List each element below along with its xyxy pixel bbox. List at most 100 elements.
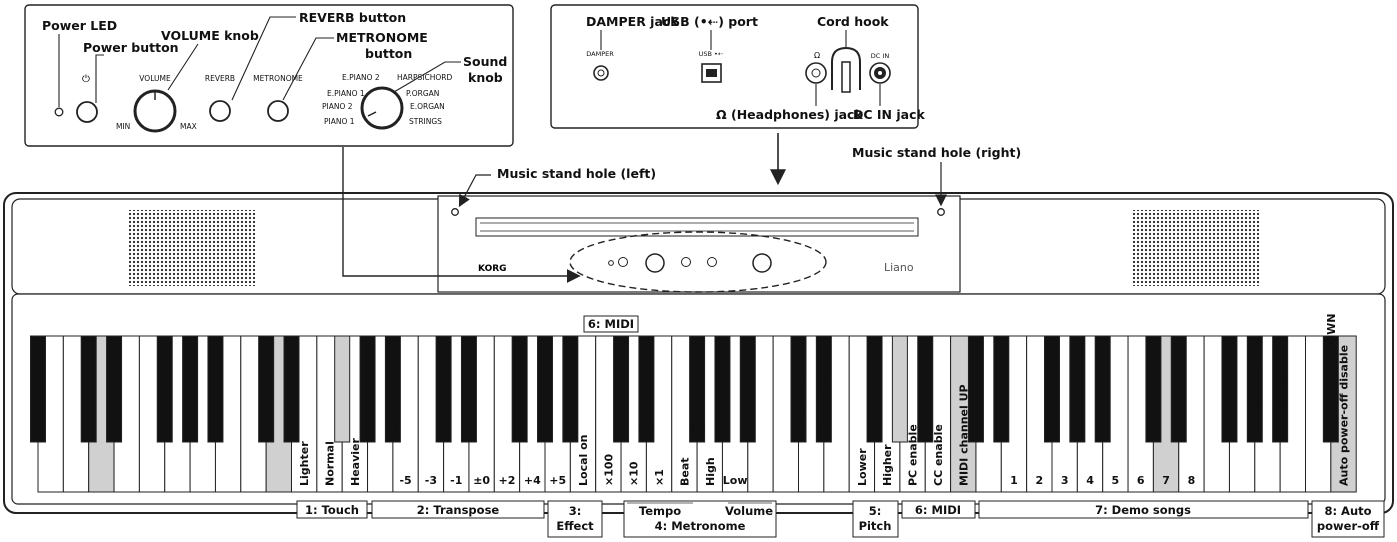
cord-hook (831, 46, 861, 90)
black-key (562, 335, 579, 443)
sound-knob[interactable] (360, 86, 404, 130)
lbl-min: MIN (116, 122, 130, 131)
lbl-headphones: Ω (814, 51, 820, 60)
black-key (283, 335, 300, 443)
white-key-label: CC enable (932, 424, 945, 486)
black-key (1322, 335, 1339, 443)
black-key (714, 335, 731, 443)
white-key-label: PC enable (907, 424, 920, 486)
white-key-label: Heavier (349, 438, 362, 486)
white-key-label: Beat (678, 457, 691, 486)
black-key-label: MIDI channel DOWN (1325, 314, 1338, 438)
black-key-label: +3 (689, 422, 706, 435)
callout-volume-knob: VOLUME knob (161, 28, 259, 43)
lbl-usb: USB •⇠ (699, 50, 724, 58)
group-demo: 7: Demo songs (1095, 503, 1191, 517)
group-transpose: 2: Transpose (417, 503, 500, 517)
white-key-label: 6 (1137, 474, 1145, 487)
sound-label-left: PIANO 1 (324, 117, 355, 126)
lbl-metronome: METRONOME (253, 74, 303, 83)
black-key (1145, 335, 1162, 443)
group-pitch-1: 5: (869, 504, 882, 518)
black-key (460, 335, 477, 443)
group-auto-2: power-off (1317, 519, 1380, 533)
power-led (54, 107, 64, 117)
callout-metronome-2: button (365, 46, 412, 61)
black-key (967, 335, 984, 443)
white-key-label: 1 (1010, 474, 1018, 487)
callout-headphones: Ω (Headphones) jack (716, 107, 863, 122)
white-key-label: ±0 (473, 474, 490, 487)
white-key-label: 7 (1162, 474, 1170, 487)
group-effect-1: 3: (569, 504, 582, 518)
black-key (1246, 335, 1263, 443)
black-key (1044, 335, 1060, 443)
black-key (689, 335, 706, 443)
white-key-label: Low (723, 474, 748, 487)
callout-usb: USB (•⇠) port (661, 14, 758, 29)
black-key (613, 335, 630, 443)
arrow-left-panel (342, 147, 581, 283)
lbl-volume: VOLUME (139, 74, 171, 83)
black-key (917, 335, 934, 443)
black-key (1069, 335, 1086, 443)
music-stand-hole-left (451, 208, 459, 216)
white-key-label: +2 (499, 474, 516, 487)
black-key (638, 335, 655, 443)
black-key (258, 335, 275, 443)
white-key-label: Higher (881, 444, 894, 486)
black-key (537, 335, 553, 443)
callout-cord-hook: Cord hook (817, 14, 889, 29)
black-key-label: PC disable (1249, 373, 1262, 438)
white-key-label: ×1 (653, 469, 666, 486)
black-key (1094, 335, 1111, 443)
group-tempo: Tempo (639, 504, 681, 518)
black-key (815, 335, 832, 443)
callout-sound-2: knob (468, 70, 503, 85)
callout-power-button: Power button (83, 40, 179, 55)
sound-label-left: E.PIANO 1 (327, 89, 365, 98)
black-key-label: -4 (437, 422, 450, 435)
white-key-label: Normal (324, 441, 337, 486)
black-key (106, 335, 123, 443)
black-key (384, 335, 401, 443)
power-button[interactable] (76, 101, 98, 123)
arrow-music-stand-left (458, 174, 491, 208)
model-logo: Liano (884, 261, 914, 274)
black-key (891, 335, 908, 443)
black-key-label: Chorus off (818, 374, 831, 438)
music-stand-slot (475, 217, 919, 237)
music-stand-hole-right (937, 208, 945, 216)
lbl-reverb: REVERB (205, 74, 235, 83)
black-key (435, 335, 452, 443)
callout-damper: DAMPER jack (586, 14, 679, 29)
sound-label-right: P.ORGAN (406, 89, 439, 98)
center-panel (437, 195, 961, 293)
white-key-label: 8 (1188, 474, 1196, 487)
white-key-label: 2 (1035, 474, 1043, 487)
reverb-button[interactable] (209, 100, 231, 122)
white-key-label: +5 (549, 474, 566, 487)
callout-music-stand-left: Music stand hole (left) (497, 166, 656, 181)
white-key-label: -1 (450, 474, 462, 487)
lbl-dcin: DC IN (871, 52, 890, 60)
midi-top-label: 6: MIDI (588, 317, 634, 331)
metronome-button[interactable] (267, 100, 289, 122)
black-key (1221, 335, 1238, 443)
right-speaker-grille (1131, 210, 1259, 286)
black-key-label: -2 (463, 422, 475, 435)
black-key (334, 335, 351, 443)
sound-label-left: PIANO 2 (322, 102, 353, 111)
black-key (182, 335, 199, 443)
group-labels: 1: Touch 2: Transpose 3: Effect Tempo Vo… (296, 500, 1385, 538)
black-key-label: Chorus on (793, 376, 806, 438)
power-symbol: ⏻ (82, 74, 90, 85)
white-key-label: ×10 (628, 461, 641, 486)
white-key-label: ×100 (602, 453, 615, 486)
lbl-damper: DAMPER (586, 50, 614, 58)
sound-label-right: HARPSICHORD (397, 73, 452, 82)
white-key-label: 5 (1112, 474, 1120, 487)
black-key (866, 335, 883, 443)
white-key-label: -5 (399, 474, 411, 487)
